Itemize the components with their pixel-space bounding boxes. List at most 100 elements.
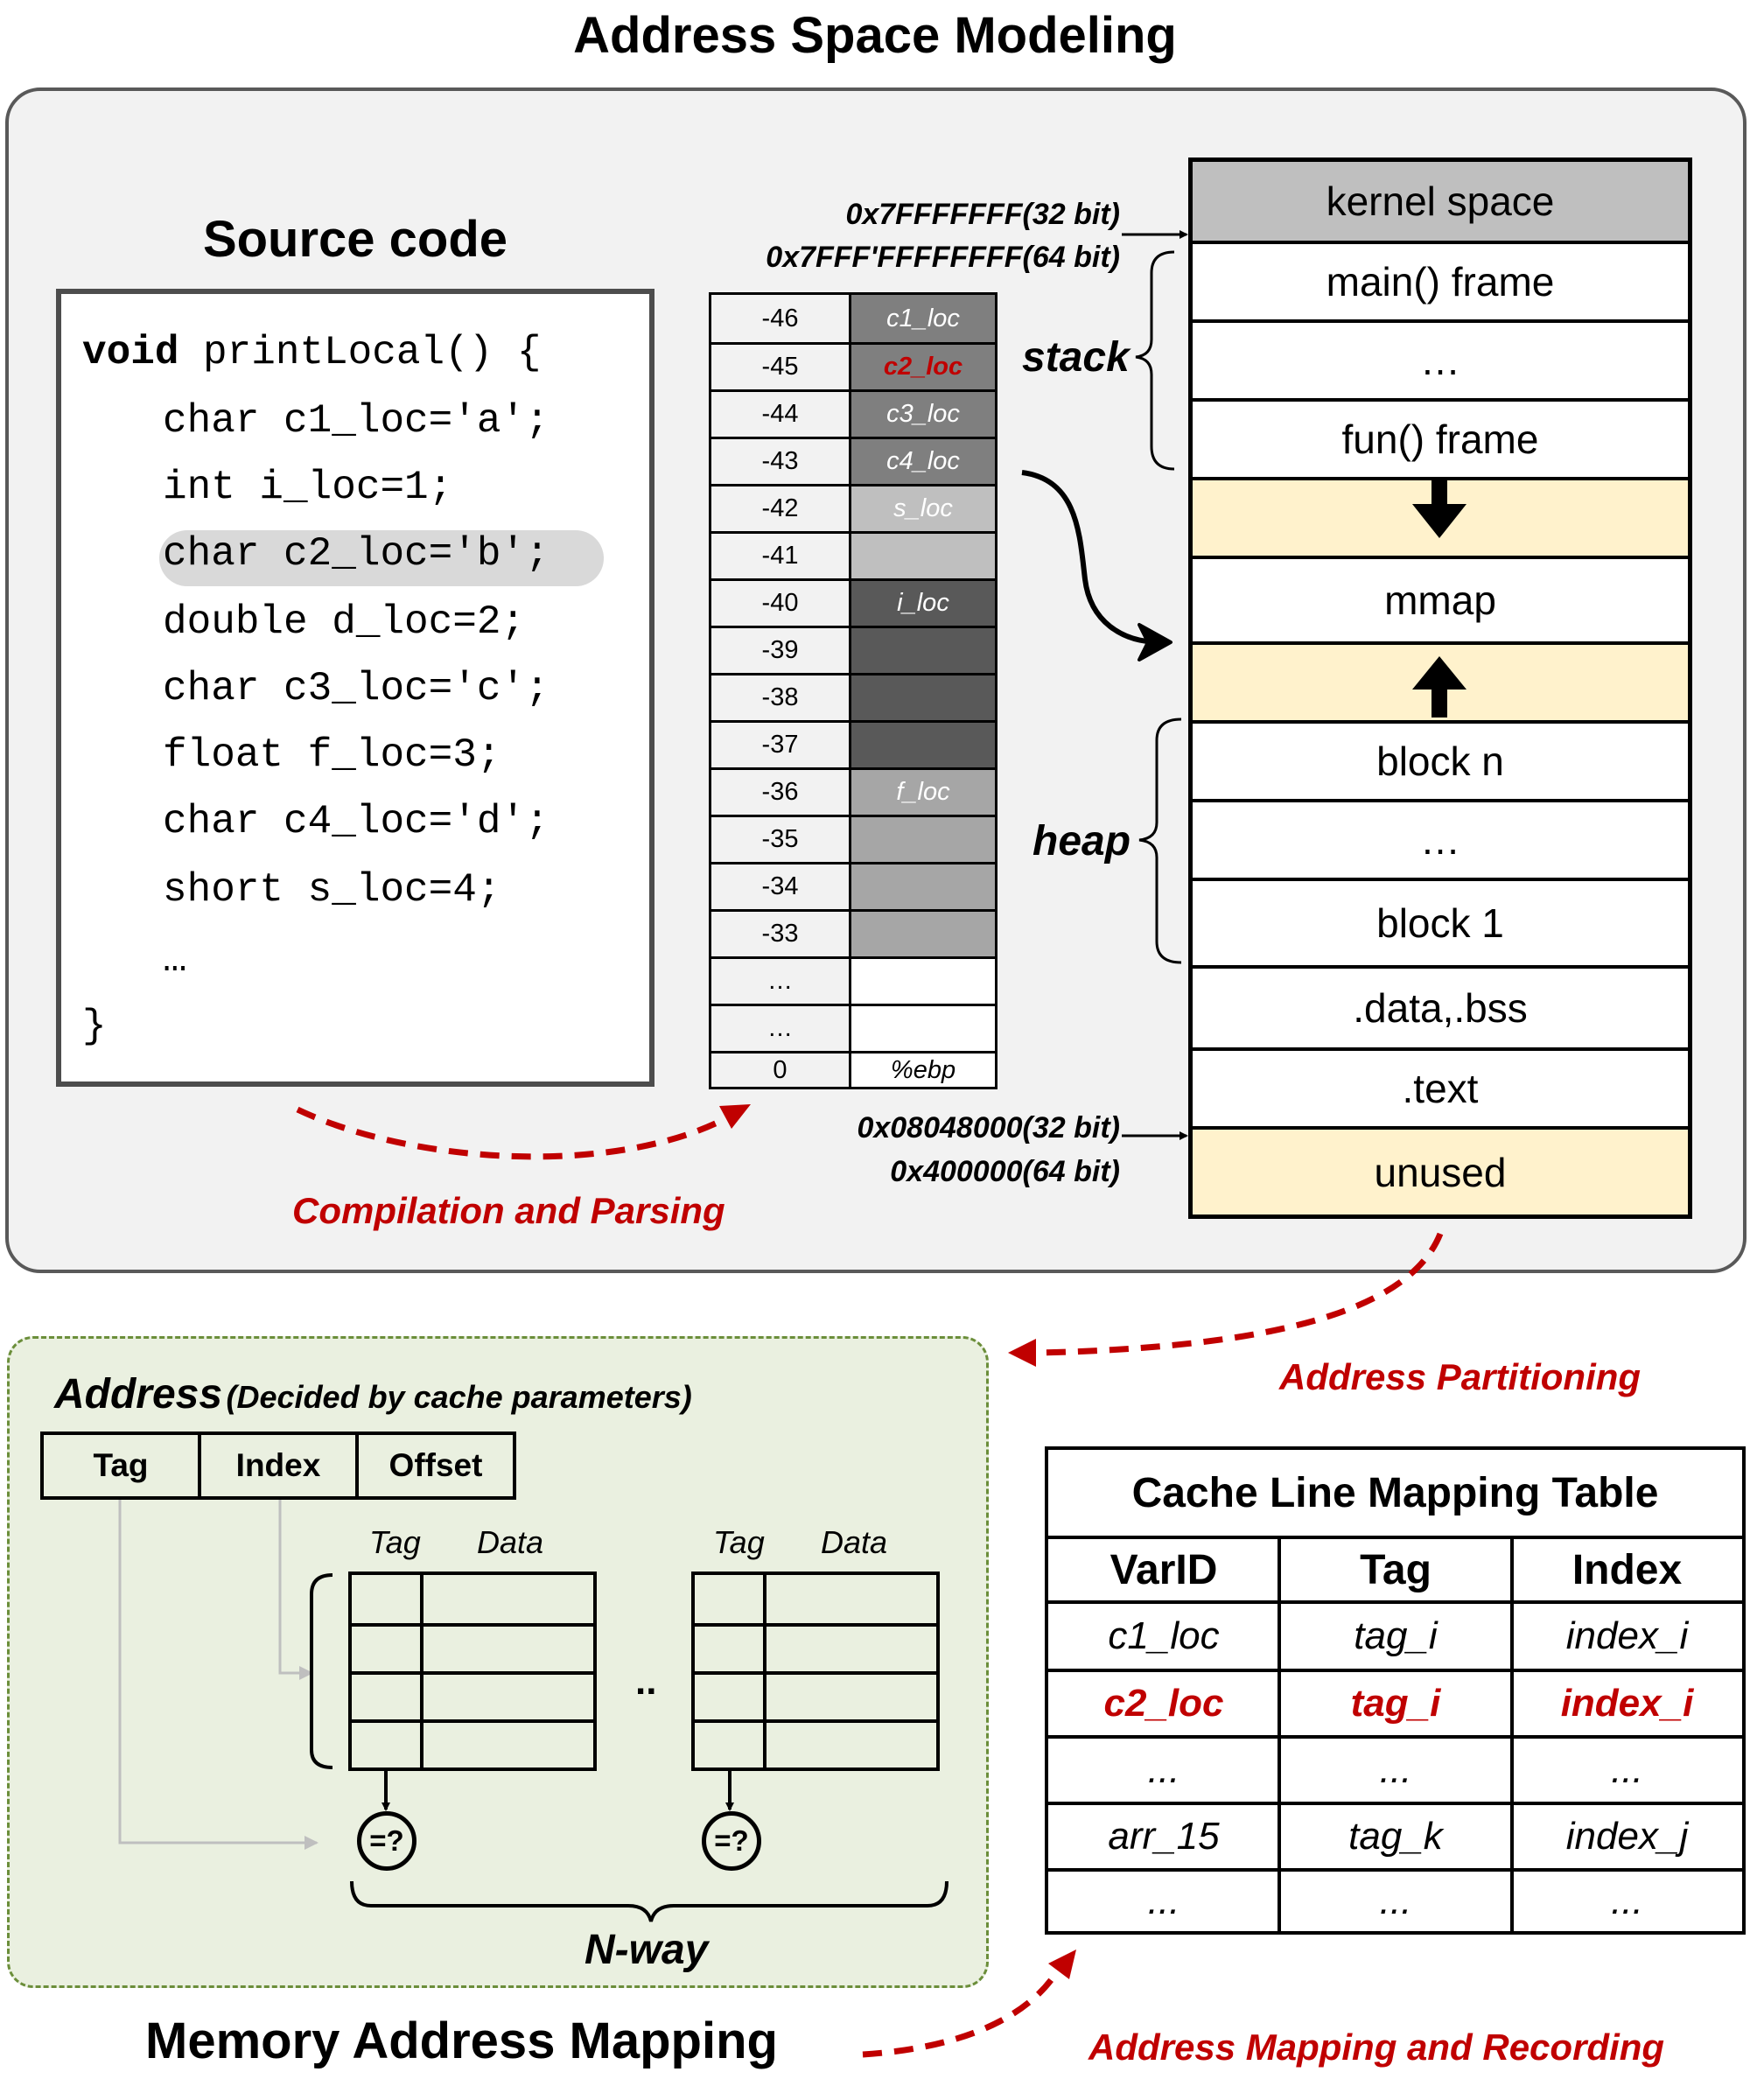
address-partitioning-label: Address Partitioning bbox=[1279, 1356, 1642, 1397]
wayn-data-header: Data bbox=[821, 1524, 888, 1560]
address-mapping-recording-label: Address Mapping and Recording bbox=[1088, 2026, 1665, 2068]
stack-slot: -33 bbox=[711, 909, 995, 956]
heap-grow-up-arrow bbox=[1412, 656, 1466, 718]
code-line: int i_loc=1; bbox=[163, 467, 452, 508]
table-cell: ... bbox=[1379, 1880, 1412, 1922]
code-line: char c3_loc='c'; bbox=[163, 668, 550, 709]
memory-segment: kernel space bbox=[1193, 162, 1688, 241]
cache-set-line bbox=[352, 1671, 593, 1675]
compilation-flow-arrow bbox=[296, 1106, 728, 1160]
memory-segment: fun() frame bbox=[1193, 398, 1688, 477]
cache-way bbox=[348, 1572, 597, 1771]
table-cell: tag_k bbox=[1348, 1815, 1443, 1858]
table-divider bbox=[1278, 1805, 1281, 1868]
table-divider bbox=[1510, 1539, 1514, 1600]
table-cell: ... bbox=[1379, 1748, 1412, 1791]
compare-way1: =? bbox=[357, 1811, 416, 1871]
cache-set-line bbox=[352, 1719, 593, 1723]
title-memory-address-mapping: Memory Address Mapping bbox=[145, 2012, 778, 2069]
mapping-flow-head bbox=[1048, 1950, 1076, 1979]
cache-set-line bbox=[352, 1623, 593, 1627]
stack-variable: f_loc bbox=[851, 770, 995, 815]
table-divider bbox=[1510, 1805, 1514, 1868]
code-text: int i_loc=1; bbox=[163, 465, 453, 510]
code-line: } bbox=[82, 1006, 107, 1046]
memory-segment: mmap bbox=[1193, 556, 1688, 641]
table-cell: VarID bbox=[1110, 1546, 1218, 1593]
source-code-box: void printLocal() {char c1_loc='a';int i… bbox=[56, 289, 654, 1087]
table-cell: tag_i bbox=[1354, 1614, 1438, 1657]
cache-set-line bbox=[695, 1623, 936, 1627]
code-text: short s_loc=4; bbox=[163, 867, 501, 913]
stack-to-mmap-arrow bbox=[1021, 470, 1161, 645]
code-line: double d_loc=2; bbox=[163, 602, 525, 642]
stack-variable bbox=[851, 959, 995, 1004]
partitioning-flow-arrow bbox=[1037, 1232, 1444, 1356]
table-row: ......... bbox=[1048, 1735, 1742, 1802]
memory-segment: .data,.bss bbox=[1193, 965, 1688, 1047]
stack-variable bbox=[851, 628, 995, 673]
code-line: char c4_loc='d'; bbox=[163, 802, 550, 842]
table-row: c1_loc tag_i index_i bbox=[1048, 1600, 1742, 1669]
stack-slot: -35 bbox=[711, 815, 995, 862]
stack-variable bbox=[851, 723, 995, 767]
table-cell: ... bbox=[1611, 1880, 1643, 1922]
stack-grow-down-arrow bbox=[1412, 480, 1466, 538]
stack-offset: -40 bbox=[711, 581, 851, 626]
stack-slot: -39 bbox=[711, 626, 995, 673]
stack-offset: -38 bbox=[711, 676, 851, 720]
between-ways-ellipsis: .. bbox=[635, 1660, 657, 1703]
table-divider bbox=[1510, 1604, 1514, 1669]
stack-offset: … bbox=[711, 1006, 851, 1051]
wayn-tag-header: Tag bbox=[713, 1524, 765, 1560]
stack-variable bbox=[851, 676, 995, 720]
stack-offset: -45 bbox=[711, 345, 851, 389]
stack-variable: c2_loc bbox=[851, 345, 995, 389]
stack-slot: … bbox=[711, 1004, 995, 1051]
table-cell: tag_i bbox=[1350, 1682, 1441, 1725]
top-address-64: 0x7FFF'FFFFFFFF(64 bit) bbox=[766, 241, 1120, 274]
compilation-flow-head bbox=[719, 1104, 751, 1129]
code-text: char c1_loc='a'; bbox=[163, 398, 550, 444]
table-cell: ... bbox=[1147, 1880, 1180, 1922]
compare-wayn: =? bbox=[702, 1811, 761, 1871]
code-line: char c1_loc='a'; bbox=[163, 401, 550, 441]
title-address-space-modeling: Address Space Modeling bbox=[573, 7, 1177, 64]
table-cell: index_i bbox=[1565, 1614, 1689, 1657]
memory-segment: … bbox=[1193, 799, 1688, 878]
cache-set-line bbox=[695, 1671, 936, 1675]
stack-to-mmap-arrowhead bbox=[1138, 623, 1172, 662]
stack-offset: -36 bbox=[711, 770, 851, 815]
stack-slot: -37 bbox=[711, 720, 995, 767]
tag-to-compare-line bbox=[118, 1500, 318, 1850]
stack-variable bbox=[851, 534, 995, 578]
table-cell: arr_15 bbox=[1108, 1815, 1220, 1858]
cache-set-line bbox=[695, 1719, 936, 1723]
low-address-32: 0x08048000(32 bit) bbox=[857, 1111, 1120, 1144]
stack-offset: -43 bbox=[711, 439, 851, 484]
code-text: char c4_loc='d'; bbox=[163, 799, 550, 844]
code-line: float f_loc=3; bbox=[163, 735, 500, 775]
top-address-32: 0x7FFFFFFF(32 bit) bbox=[845, 198, 1120, 231]
address-field-offset: Offset bbox=[355, 1432, 516, 1500]
address-label: Address (Decided by cache parameters) bbox=[54, 1374, 692, 1416]
table-divider bbox=[1278, 1604, 1281, 1669]
table-divider bbox=[1510, 1872, 1514, 1931]
way1-tag-header: Tag bbox=[369, 1524, 421, 1560]
source-code-heading: Source code bbox=[202, 211, 508, 268]
way1-data-header: Data bbox=[477, 1524, 544, 1560]
code-text: } bbox=[82, 1004, 107, 1049]
code-text: char c3_loc='c'; bbox=[163, 666, 550, 711]
memory-segment: … bbox=[1193, 319, 1688, 398]
stack-variable: c1_loc bbox=[851, 295, 995, 342]
table-cell: c1_loc bbox=[1108, 1614, 1220, 1657]
